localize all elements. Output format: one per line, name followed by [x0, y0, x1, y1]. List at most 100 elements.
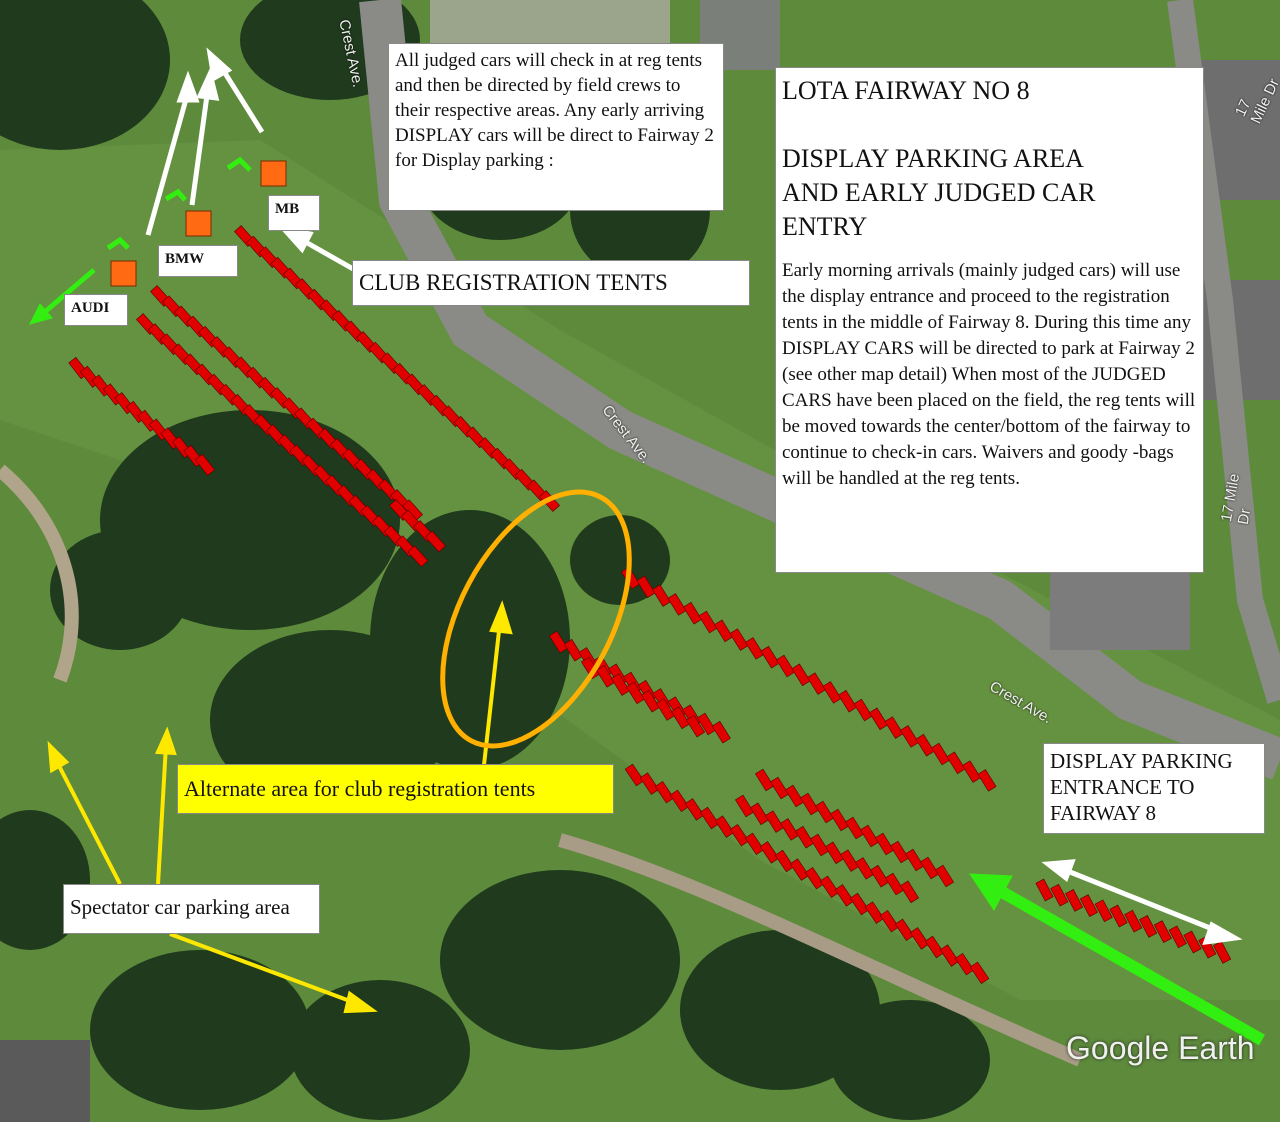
- car-parking-slot: [868, 707, 889, 731]
- car-parking-slot: [194, 453, 216, 476]
- car-parking-slot: [1094, 899, 1113, 923]
- car-parking-slot: [853, 698, 873, 722]
- car-parking-slot: [774, 849, 795, 873]
- tent-tag-mb: MB: [268, 195, 320, 231]
- car-parking-slot: [854, 857, 875, 880]
- fairway-title-box: LOTA FAIRWAY NO 8 DISPLAY PARKING AREA A…: [775, 67, 1204, 573]
- cart-path: [0, 464, 79, 683]
- car-parking-slot: [789, 858, 810, 881]
- car-parking-slot: [834, 884, 855, 907]
- display-entrance-line: FAIRWAY 8: [1050, 801, 1156, 825]
- car-parking-slot: [804, 866, 825, 890]
- car-parking-slot: [625, 681, 646, 705]
- car-parking-slot: [669, 789, 690, 813]
- car-parking-slot: [548, 630, 569, 654]
- car-parking-slot: [682, 601, 703, 625]
- display-entrance-line: ENTRANCE TO: [1050, 775, 1195, 799]
- display-entrance-label: DISPLAY PARKING ENTRANCE TO FAIRWAY 8: [1043, 743, 1265, 834]
- car-parking-slot: [930, 742, 951, 766]
- car-parking-slot: [1065, 889, 1084, 912]
- car-parking-slot: [640, 689, 661, 713]
- crest-ave-road: [359, 0, 1280, 780]
- car-parking-slot: [760, 645, 780, 669]
- car-parking-slot: [954, 952, 975, 976]
- car-parking-slot: [754, 768, 775, 792]
- car-parking-slot: [794, 825, 815, 849]
- car-parking-slot: [769, 776, 790, 800]
- car-parking-slot: [734, 794, 755, 818]
- tree-canopy: [0, 0, 990, 1120]
- early-arrivals-description: Early morning arrivals (mainly judged ca…: [782, 260, 1196, 489]
- tent-bmw: [185, 210, 212, 237]
- alternate-area-ellipse: [440, 489, 632, 749]
- google-earth-watermark: Google Earth: [1066, 1030, 1255, 1066]
- car-parking-slot: [729, 823, 750, 847]
- car-parking-slot: [1139, 915, 1158, 938]
- car-parking-slot: [714, 815, 735, 838]
- car-parking-slot: [814, 800, 835, 824]
- car-parking-slot: [889, 840, 910, 864]
- page-title: LOTA FAIRWAY NO 8: [782, 76, 1030, 105]
- car-parking-slot: [837, 689, 858, 713]
- car-parking-slot: [667, 593, 687, 616]
- car-parking-slot: [744, 832, 765, 856]
- car-parking-slot: [819, 875, 840, 899]
- car-parking-slot: [969, 961, 990, 985]
- car-parking-slot: [849, 892, 870, 916]
- car-parking-slot: [915, 733, 935, 757]
- car-parking-slot: [1050, 883, 1069, 907]
- car-parking-slot: [775, 654, 796, 678]
- white-direction-arrows: [145, 47, 1243, 946]
- car-parking-slot: [909, 927, 930, 950]
- tent-tag-audi: AUDI: [64, 294, 128, 326]
- green-turn-arrow-icon: [226, 156, 252, 172]
- car-parking-slot: [869, 864, 890, 888]
- tent-audi: [110, 260, 137, 287]
- car-parking-slot: [961, 760, 982, 783]
- car-parking-slot: [749, 802, 770, 826]
- car-parking-slot: [1198, 935, 1217, 959]
- car-parking-slot: [563, 638, 583, 662]
- green-turn-arrow-icon: [164, 188, 187, 202]
- club-registration-label: CLUB REGISTRATION TENTS: [352, 260, 750, 306]
- car-parking-slot: [977, 769, 997, 792]
- tent-mb: [260, 160, 287, 187]
- car-parking-slot: [1183, 930, 1202, 954]
- car-parking-slot: [924, 935, 945, 959]
- car-parking-slot: [899, 880, 920, 904]
- green-turn-arrow-icon: [106, 236, 130, 251]
- car-parking-slot: [859, 824, 880, 848]
- car-parking-slots: [68, 225, 1232, 985]
- car-parking-slot: [684, 798, 705, 821]
- car-parking-slot: [822, 681, 842, 704]
- car-parking-slot: [884, 716, 904, 739]
- display-entrance-line: DISPLAY PARKING: [1050, 749, 1233, 773]
- car-parking-slot: [894, 918, 915, 942]
- car-parking-slot: [624, 763, 645, 787]
- car-parking-slot: [655, 698, 676, 721]
- car-parking-slot: [934, 864, 955, 888]
- car-parking-slot: [791, 663, 811, 687]
- car-parking-slot: [844, 816, 865, 840]
- car-parking-slot: [610, 673, 631, 696]
- car-parking-slot: [1168, 925, 1187, 949]
- car-parking-slot: [595, 665, 616, 688]
- car-parking-slot: [636, 575, 656, 599]
- car-parking-slot: [713, 619, 734, 643]
- car-parking-slot: [654, 780, 675, 804]
- car-parking-slot: [1124, 909, 1143, 933]
- car-parking-slot: [425, 530, 446, 553]
- car-parking-slot: [784, 784, 805, 808]
- car-parking-slot: [779, 818, 800, 841]
- car-parking-slot: [729, 628, 749, 651]
- car-parking-slot: [884, 872, 905, 896]
- car-parking-slot: [1109, 904, 1128, 928]
- car-parking-slot: [685, 714, 706, 738]
- car-parking-slot: [1035, 878, 1054, 902]
- car-parking-slot: [939, 944, 960, 967]
- car-parking-slot: [639, 772, 660, 795]
- car-parking-slot: [824, 841, 845, 865]
- yellow-direction-arrows: [47, 600, 513, 1014]
- car-parking-slot: [809, 833, 830, 857]
- car-parking-slot: [799, 792, 820, 816]
